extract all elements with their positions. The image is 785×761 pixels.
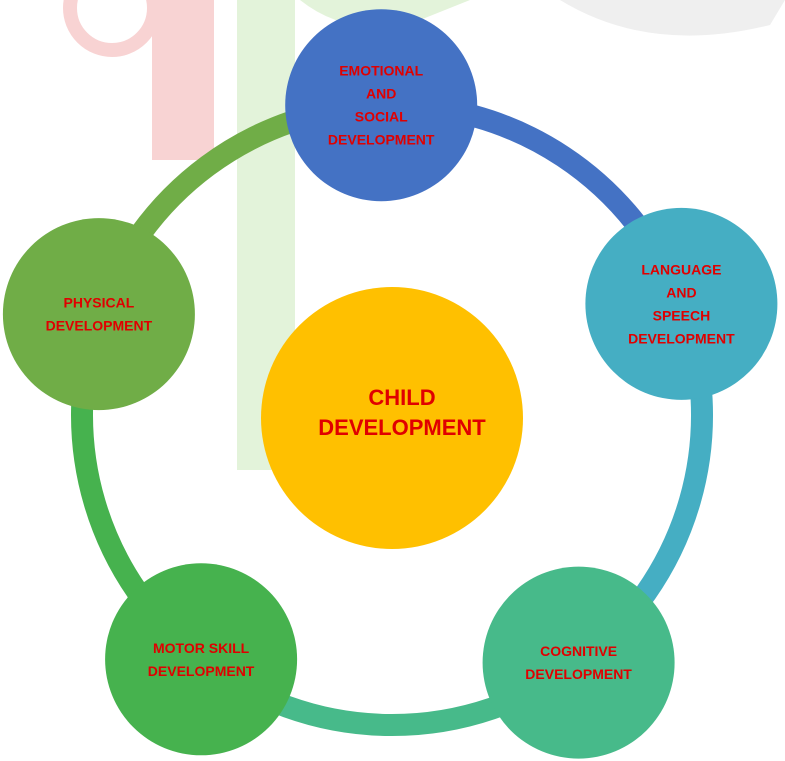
cycle-nodes: EMOTIONAL AND SOCIAL DEVELOPMENT LANGUAGE AND… [2,9,778,759]
watermark-gray-swoosh [560,0,785,36]
node-label-language-speech-line-2: SPEECH [653,307,711,323]
node-emotional-social: EMOTIONAL AND SOCIAL DEVELOPMENT [285,9,478,202]
node-label-physical-line-0: PHYSICAL [64,295,135,311]
node-label-emotional-social-line-0: EMOTIONAL [339,63,423,79]
node-circle-physical [2,218,195,411]
watermark-red-bar [152,0,214,160]
center-label-line-0: CHILD [368,385,435,410]
node-label-cognitive-line-0: COGNITIVE [540,643,617,659]
center-node-group: CHILD DEVELOPMENT [261,287,523,549]
node-language-speech: LANGUAGE AND SPEECH DEVELOPMENT [585,207,778,400]
node-physical: PHYSICAL DEVELOPMENT [2,218,195,411]
node-label-motor-skill-line-0: MOTOR SKILL [153,640,250,656]
center-circle [261,287,523,549]
center-label-line-1: DEVELOPMENT [318,415,486,440]
node-label-language-speech-line-0: LANGUAGE [641,261,721,277]
node-circle-cognitive [482,566,675,759]
node-label-emotional-social-line-1: AND [366,86,396,102]
watermark-gear-icon [63,0,161,57]
node-label-motor-skill-line-1: DEVELOPMENT [148,663,255,679]
node-circle-emotional-social [285,9,478,202]
node-label-cognitive-line-1: DEVELOPMENT [525,666,632,682]
node-circle-motor-skill [105,563,298,756]
node-label-language-speech-line-3: DEVELOPMENT [628,330,735,346]
node-circle-language-speech [585,207,778,400]
node-motor-skill: MOTOR SKILL DEVELOPMENT [105,563,298,756]
node-cognitive: COGNITIVE DEVELOPMENT [482,566,675,759]
node-label-language-speech-line-1: AND [666,284,696,300]
node-label-physical-line-1: DEVELOPMENT [46,318,153,334]
node-label-emotional-social-line-2: SOCIAL [355,109,408,125]
node-label-emotional-social-line-3: DEVELOPMENT [328,132,435,148]
